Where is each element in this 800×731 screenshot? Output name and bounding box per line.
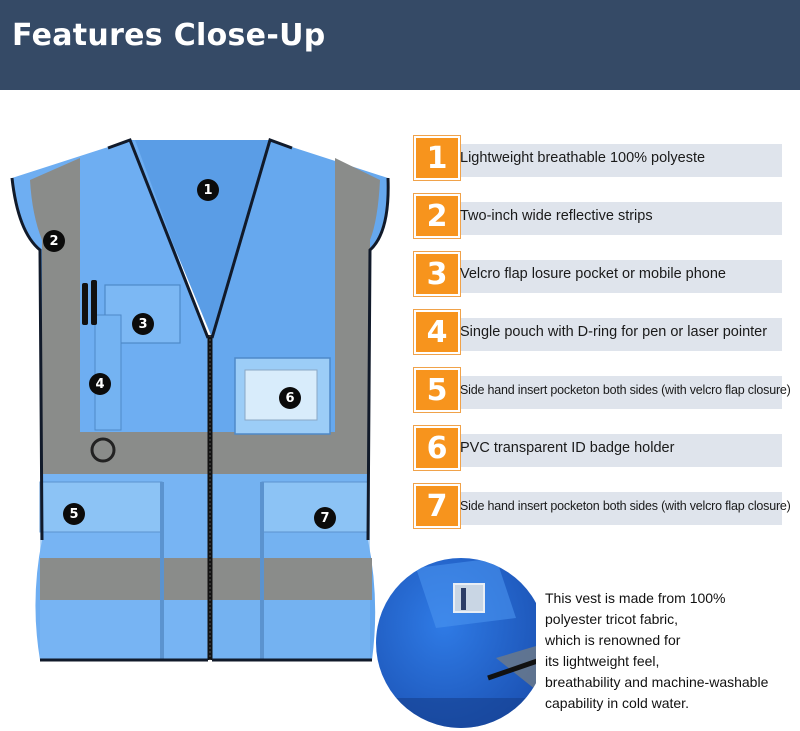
header-banner: Features Close-Up: [0, 0, 800, 90]
feature-row-5: 5 Side hand insert pocketon both sides (…: [414, 368, 791, 412]
feature-number-badge: 7: [414, 484, 460, 528]
fabric-description: This vest is made from 100% polyester tr…: [545, 588, 800, 714]
vest-marker-2: 2: [43, 230, 65, 252]
feature-text: Velcro flap losure pocket or mobile phon…: [460, 266, 726, 282]
feature-bar: [448, 144, 782, 177]
vest-illustration: 1 2 3 4 5 6 7: [0, 120, 410, 680]
feature-number-badge: 3: [414, 252, 460, 296]
feature-number-badge: 4: [414, 310, 460, 354]
feature-row-2: 2 Two-inch wide reflective strips: [414, 194, 784, 238]
vest-marker-3: 3: [132, 313, 154, 335]
vest-marker-4: 4: [89, 373, 111, 395]
feature-number-badge: 2: [414, 194, 460, 238]
feature-number-badge: 1: [414, 136, 460, 180]
vest-marker-1: 1: [197, 179, 219, 201]
feature-bar: [448, 260, 782, 293]
feature-bar: [448, 202, 782, 235]
feature-text: Single pouch with D-ring for pen or lase…: [460, 324, 768, 340]
feature-text: PVC transparent ID badge holder: [460, 440, 675, 456]
feature-row-6: 6 PVC transparent ID badge holder: [414, 426, 784, 470]
vest-marker-5: 5: [63, 503, 85, 525]
page-title: Features Close-Up: [12, 18, 326, 53]
feature-bar: [448, 492, 782, 525]
description-line: This vest is made from 100%: [545, 590, 726, 606]
feature-row-1: 1 Lightweight breathable 100% polyeste: [414, 136, 784, 180]
feature-number-badge: 6: [414, 426, 460, 470]
feature-text: Lightweight breathable 100% polyeste: [460, 150, 706, 166]
vest-image: [10, 138, 390, 662]
fabric-closeup-image: [376, 548, 536, 731]
feature-bar: [448, 376, 782, 409]
description-line: breathability and machine-washable: [545, 674, 769, 690]
feature-number-badge: 5: [414, 368, 460, 412]
feature-text: Two-inch wide reflective strips: [460, 208, 653, 224]
feature-row-3: 3 Velcro flap losure pocket or mobile ph…: [414, 252, 784, 296]
fabric-closeup-svg: [376, 558, 536, 728]
feature-text: Side hand insert pocketon both sides (wi…: [460, 499, 791, 513]
feature-row-4: 4 Single pouch with D-ring for pen or la…: [414, 310, 784, 354]
vest-marker-7: 7: [314, 507, 336, 529]
feature-text: Side hand insert pocketon both sides (wi…: [460, 383, 791, 397]
feature-bar: [448, 434, 782, 467]
description-line: capability in cold water.: [545, 695, 689, 711]
description-line: its lightweight feel,: [545, 653, 660, 669]
feature-row-7: 7 Side hand insert pocketon both sides (…: [414, 484, 791, 528]
feature-bar: [448, 318, 782, 351]
description-line: polyester tricot fabric,: [545, 611, 679, 627]
description-line: which is renowned for: [545, 632, 681, 648]
vest-marker-6: 6: [279, 387, 301, 409]
